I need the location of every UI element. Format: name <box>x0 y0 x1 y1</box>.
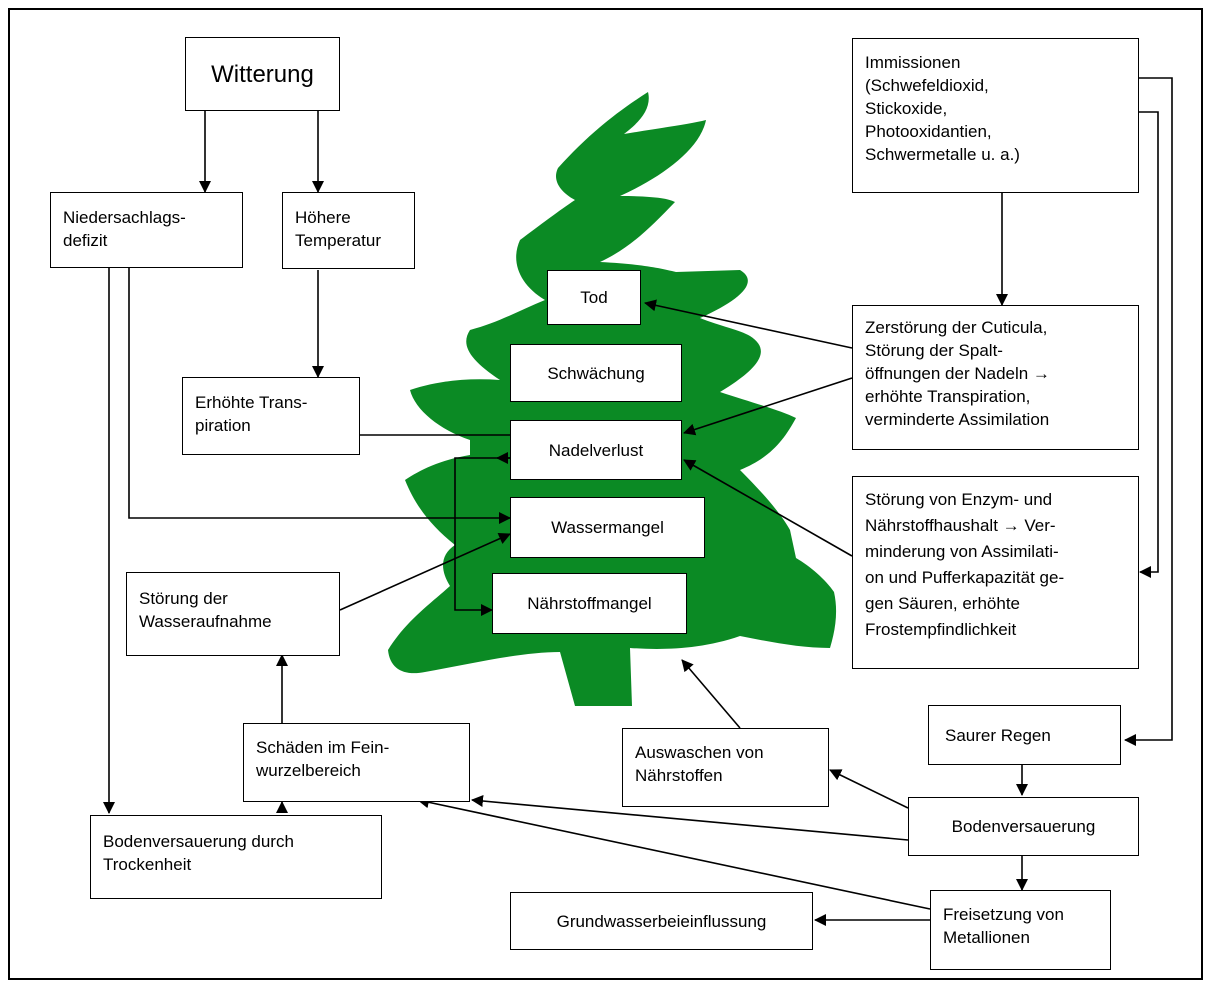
transpiration-box: Erhöhte Trans- piration <box>182 377 360 455</box>
zerstoerung-box: Zerstörung der Cuticula, Störung der Spa… <box>852 305 1139 450</box>
tod-box: Tod <box>547 270 641 325</box>
connectors <box>103 77 1173 926</box>
arrow-zerstoerung-tod <box>644 299 853 349</box>
grundwasser-box: Grundwasserbeieinflussung <box>510 892 813 950</box>
arrow-bodenversauerung-auswaschen <box>829 769 909 809</box>
arrow-wasseraufnahme-wassermangel <box>339 533 511 611</box>
naehrstoffmangel-box: Nährstoffmangel <box>492 573 687 634</box>
nadelverlust-box: Nadelverlust <box>510 420 682 480</box>
arrow-bodenversauerung-feinwurzel <box>471 795 909 841</box>
arrow-zerstoerung-nadelverlust <box>683 377 853 436</box>
bodenversauerung-box: Bodenversauerung <box>908 797 1139 856</box>
saurer-regen-box: Saurer Regen <box>928 705 1121 765</box>
metallionen-box: Freisetzung von Metallionen <box>930 890 1111 970</box>
auswaschen-box: Auswaschen von Nährstoffen <box>622 728 829 807</box>
witterung-box: Witterung <box>185 37 340 111</box>
wassermangel-box: Wassermangel <box>510 497 705 558</box>
immissionen-box: Immissionen (Schwefeldioxid, Stickoxide,… <box>852 38 1139 193</box>
arrow-immissionen-enzym <box>1138 111 1159 578</box>
arrow-immissionen-saurer-regen <box>1124 77 1173 746</box>
arrow-niederschlag-wassermangel <box>128 268 511 524</box>
arrow-auswaschen-naehrstoffmangel <box>681 659 741 729</box>
trockenheit-box: Bodenversauerung durch Trockenheit <box>90 815 382 899</box>
arrow-enzym-nadelverlust <box>683 459 853 557</box>
schwaechung-box: Schwächung <box>510 344 682 402</box>
arrow-metallionen-feinwurzel <box>417 796 931 910</box>
line-nadelverlust-bracket-top <box>454 457 510 616</box>
temperatur-box: Höhere Temperatur <box>282 192 415 269</box>
feinwurzel-box: Schäden im Fein- wurzelbereich <box>243 723 470 802</box>
enzym-box: Störung von Enzym- und Nährstoffhaushalt… <box>852 476 1139 669</box>
wasseraufnahme-box: Störung der Wasseraufnahme <box>126 572 340 656</box>
niederschlag-box: Niedersachlags- defizit <box>50 192 243 268</box>
